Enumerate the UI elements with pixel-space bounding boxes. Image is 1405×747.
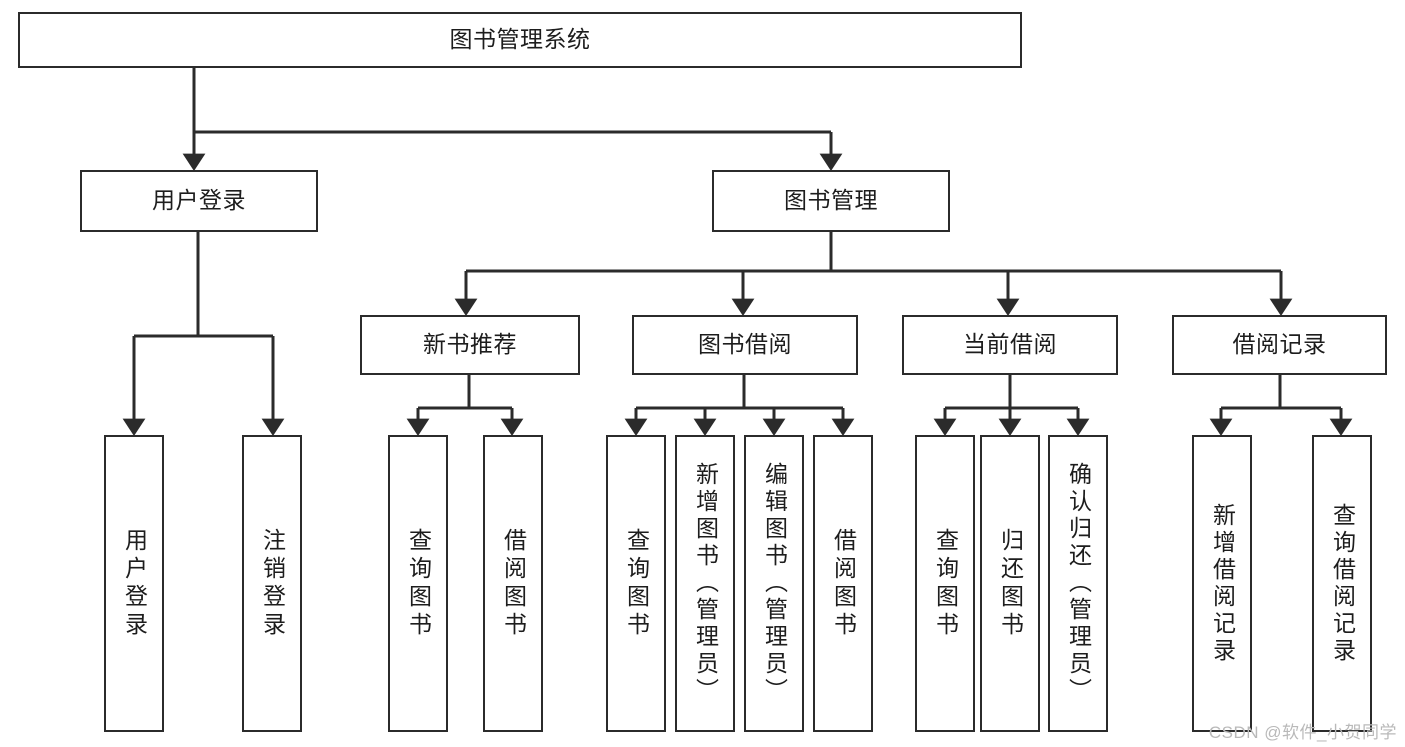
node-label: 归还图书 <box>997 527 1024 640</box>
leaf-user-login[interactable]: 用户登录 <box>104 435 164 732</box>
node-label: 查询图书 <box>623 527 650 640</box>
node-root-system[interactable]: 图书管理系统 <box>18 12 1022 68</box>
node-label: 查询图书 <box>405 527 432 640</box>
leaf-edit-book-admin[interactable]: 编辑图书（管理员） <box>744 435 804 732</box>
node-label: 确认归还（管理员） <box>1065 462 1092 705</box>
node-book-borrow[interactable]: 图书借阅 <box>632 315 858 375</box>
node-label: 查询借阅记录 <box>1329 502 1356 665</box>
node-label: 注销登录 <box>259 527 286 640</box>
node-label: 编辑图书（管理员） <box>761 462 788 705</box>
leaf-query-book-borrow[interactable]: 查询图书 <box>606 435 666 732</box>
node-borrow-record[interactable]: 借阅记录 <box>1172 315 1387 375</box>
node-label: 图书管理系统 <box>449 26 591 53</box>
node-label: 用户登录 <box>121 527 148 640</box>
leaf-confirm-return-admin[interactable]: 确认归还（管理员） <box>1048 435 1108 732</box>
node-label: 借阅记录 <box>1232 331 1327 358</box>
leaf-add-book-admin[interactable]: 新增图书（管理员） <box>675 435 735 732</box>
node-current-borrow[interactable]: 当前借阅 <box>902 315 1118 375</box>
leaf-query-book-recommend[interactable]: 查询图书 <box>388 435 448 732</box>
node-label: 当前借阅 <box>963 331 1057 358</box>
node-label: 查询图书 <box>932 527 959 640</box>
node-label: 新增借阅记录 <box>1209 502 1236 665</box>
leaf-borrow-book-recommend[interactable]: 借阅图书 <box>483 435 543 732</box>
watermark: CSDN @软件_小贺同学 <box>1208 723 1397 742</box>
leaf-query-borrow-record[interactable]: 查询借阅记录 <box>1312 435 1372 732</box>
leaf-logout[interactable]: 注销登录 <box>242 435 302 732</box>
leaf-query-book-current[interactable]: 查询图书 <box>915 435 975 732</box>
node-label: 新增图书（管理员） <box>692 462 719 705</box>
leaf-borrow-book[interactable]: 借阅图书 <box>813 435 873 732</box>
node-label: 借阅图书 <box>830 527 857 640</box>
node-label: 新书推荐 <box>423 331 517 358</box>
node-label: 用户登录 <box>152 187 246 214</box>
node-book-management[interactable]: 图书管理 <box>712 170 950 232</box>
node-user-login[interactable]: 用户登录 <box>80 170 318 232</box>
node-label: 图书借阅 <box>698 331 792 358</box>
node-new-book-recommend[interactable]: 新书推荐 <box>360 315 580 375</box>
leaf-return-book[interactable]: 归还图书 <box>980 435 1040 732</box>
node-label: 借阅图书 <box>500 527 527 640</box>
node-label: 图书管理 <box>784 187 878 214</box>
leaf-add-borrow-record[interactable]: 新增借阅记录 <box>1192 435 1252 732</box>
